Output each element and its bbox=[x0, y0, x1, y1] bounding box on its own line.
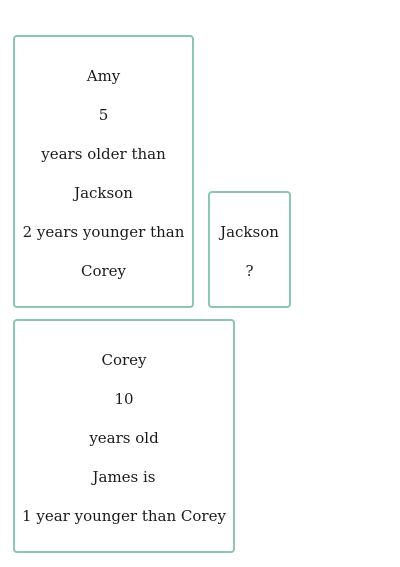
jackson-unknown-age: ? bbox=[245, 262, 254, 280]
jackson-name: Jackson bbox=[220, 223, 279, 241]
amy-relation-corey: Corey bbox=[80, 262, 127, 280]
corey-age-unit: years old bbox=[89, 429, 159, 447]
corey-card: Corey 10 years old James is 1 year young… bbox=[13, 319, 235, 553]
james-label: James is bbox=[92, 468, 156, 486]
amy-relation-younger: 2 years younger than bbox=[22, 223, 185, 241]
amy-relation-older: years older than bbox=[41, 145, 166, 163]
amy-card: Amy 5 years older than Jackson 2 years y… bbox=[13, 35, 194, 308]
amy-name: Amy bbox=[86, 67, 121, 85]
james-relation: 1 year younger than Corey bbox=[22, 507, 226, 525]
corey-name: Corey bbox=[101, 351, 147, 369]
jackson-card: Jackson ? bbox=[208, 191, 291, 308]
amy-relation-jackson: Jackson bbox=[74, 184, 133, 202]
corey-age: 10 bbox=[114, 390, 134, 408]
amy-age-difference: 5 bbox=[98, 106, 109, 124]
